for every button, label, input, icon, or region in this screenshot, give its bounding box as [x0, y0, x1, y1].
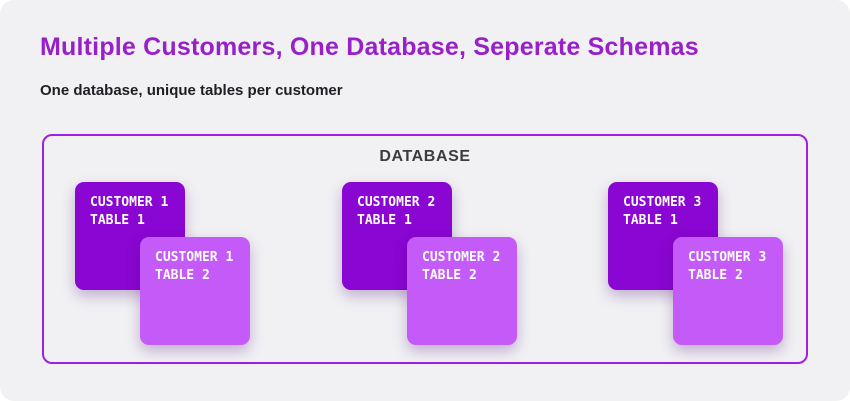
card-customer-line: CUSTOMER 2 — [357, 195, 436, 210]
card-table-line: TABLE 2 — [422, 268, 477, 283]
customer-1-group: CUSTOMER 1 TABLE 1 CUSTOMER 1 TABLE 2 — [75, 182, 253, 347]
customer-1-table-1-card: CUSTOMER 1 TABLE 1 — [75, 182, 185, 290]
page-title: Multiple Customers, One Database, Sepera… — [40, 33, 699, 61]
card-table-line: TABLE 2 — [688, 268, 743, 283]
customer-3-table-2-card: CUSTOMER 3 TABLE 2 — [673, 237, 783, 345]
customer-2-group: CUSTOMER 2 TABLE 1 CUSTOMER 2 TABLE 2 — [342, 182, 520, 347]
card-customer-line: CUSTOMER 3 — [623, 195, 702, 210]
page-subtitle: One database, unique tables per customer — [40, 82, 343, 99]
card-table-line: TABLE 1 — [623, 213, 678, 228]
customer-3-group: CUSTOMER 3 TABLE 1 CUSTOMER 3 TABLE 2 — [608, 182, 786, 347]
card-customer-line: CUSTOMER 2 — [422, 250, 501, 265]
customer-1-table-2-card: CUSTOMER 1 TABLE 2 — [140, 237, 250, 345]
database-container: DATABASE CUSTOMER 1 TABLE 1 CUSTOMER 1 T… — [42, 134, 808, 364]
card-table-line: TABLE 2 — [155, 268, 210, 283]
card-table-line: TABLE 1 — [90, 213, 145, 228]
customer-2-table-2-card: CUSTOMER 2 TABLE 2 — [407, 237, 517, 345]
database-label: DATABASE — [379, 148, 471, 165]
card-table-line: TABLE 1 — [357, 213, 412, 228]
card-customer-line: CUSTOMER 3 — [688, 250, 767, 265]
card-customer-line: CUSTOMER 1 — [155, 250, 234, 265]
card-customer-line: CUSTOMER 1 — [90, 195, 169, 210]
